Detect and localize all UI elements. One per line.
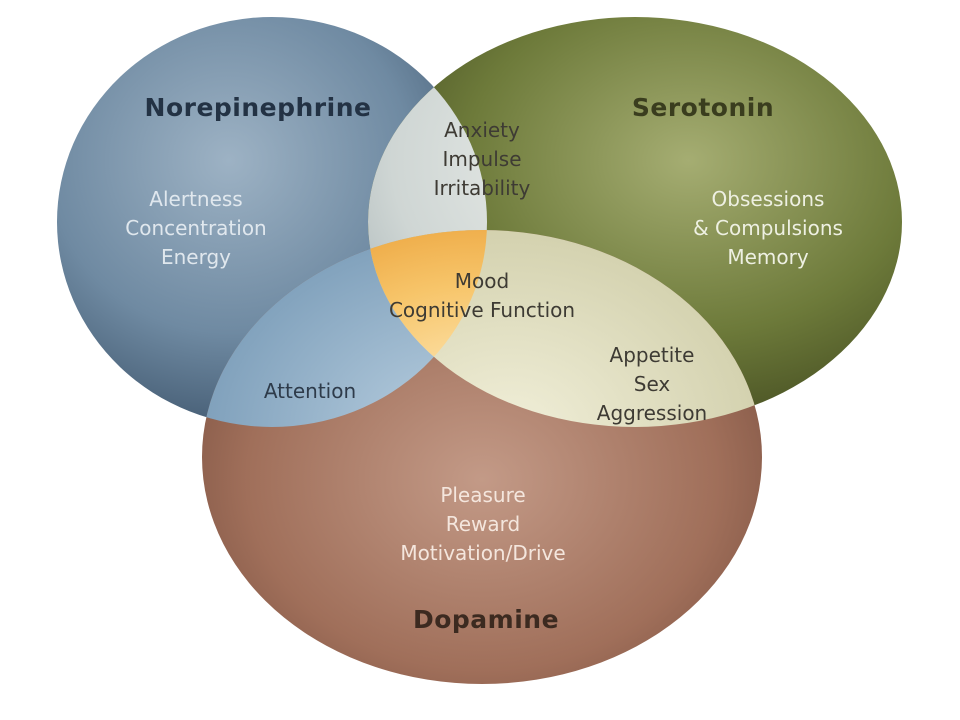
norepinephrine-dopamine-region [202,230,487,427]
nor-dop-item: Attention [264,379,356,403]
serotonin-dopamine-region [368,230,762,427]
serotonin-title: Serotonin [632,93,774,122]
norepinephrine-item: Energy [161,245,231,269]
dopamine-item: Motivation/Drive [400,541,565,565]
serotonin-item: Memory [727,245,809,269]
ser-dop-item: Aggression [597,401,707,425]
ser-dop-item: Appetite [610,343,695,367]
center-item: Mood [455,269,509,293]
ser-dop-item: Sex [634,372,671,396]
serotonin-item: & Compulsions [693,216,843,240]
norepinephrine-item: Concentration [125,216,266,240]
norepinephrine-title: Norepinephrine [145,93,372,122]
nor-ser-item: Anxiety [444,118,520,142]
center-item: Cognitive Function [389,298,575,322]
norepinephrine-item: Alertness [149,187,242,211]
dopamine-item: Pleasure [440,483,525,507]
nor-ser-item: Impulse [442,147,521,171]
dopamine-title: Dopamine [413,605,559,634]
nor-ser-item: Irritability [434,176,531,200]
serotonin-item: Obsessions [712,187,825,211]
dopamine-item: Reward [446,512,520,536]
